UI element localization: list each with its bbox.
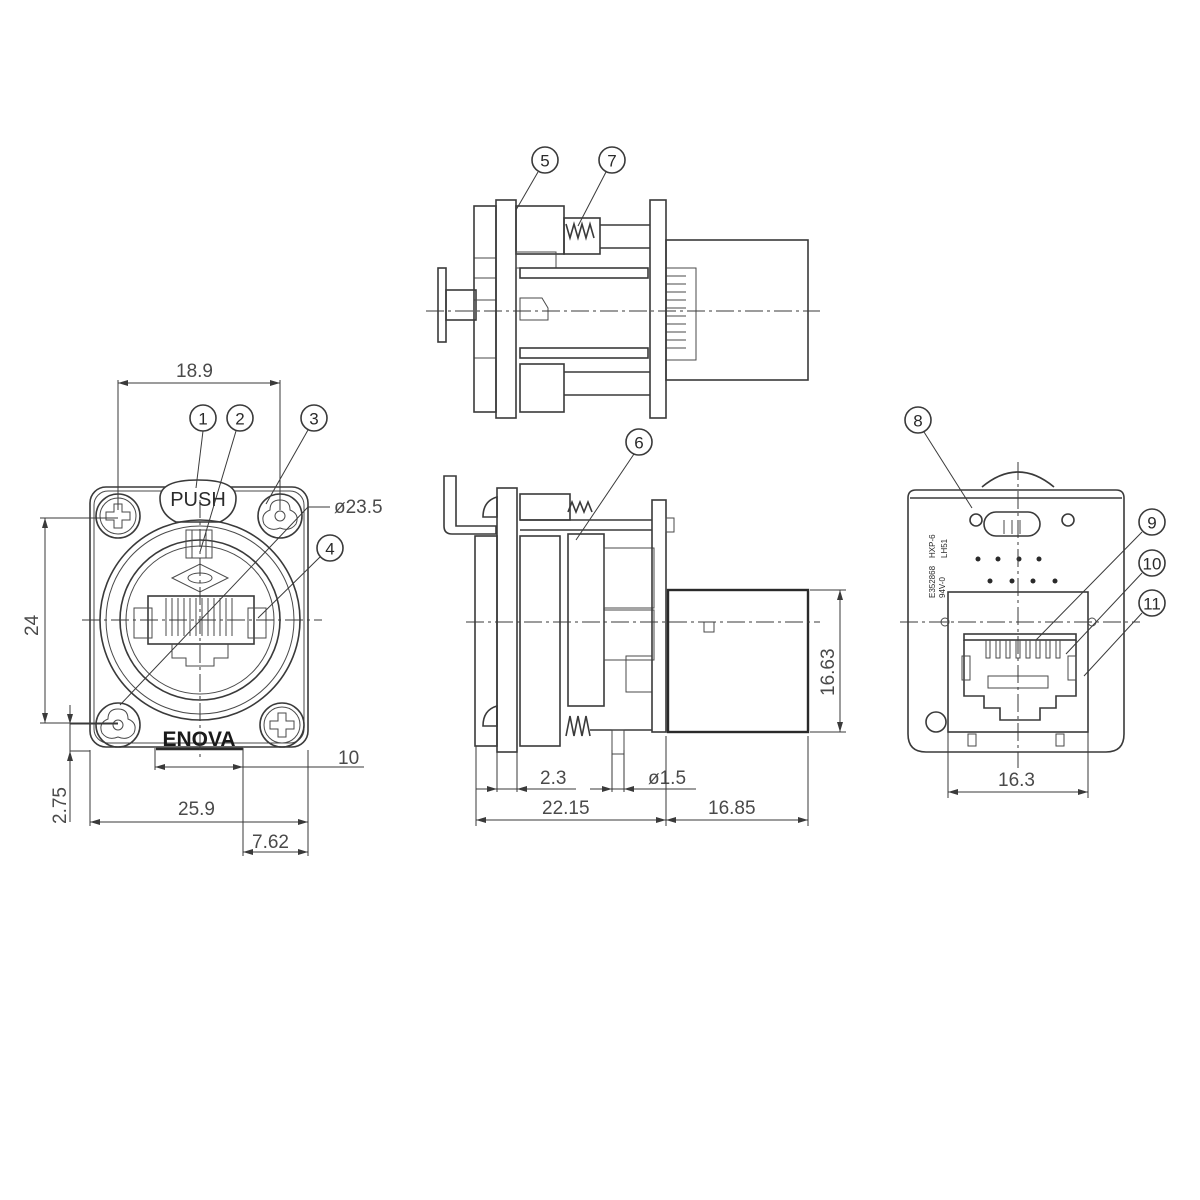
dim-rear-depth: 16.85 — [708, 798, 756, 819]
front-view: PUSH — [22, 361, 383, 856]
svg-text:94V-0: 94V-0 — [938, 577, 947, 598]
svg-text:8: 8 — [913, 412, 922, 431]
top-view: 5 7 — [426, 146, 820, 419]
callout-11: 11 — [1083, 589, 1166, 677]
dim-jack-width: 16.3 — [998, 770, 1035, 791]
dim-pin: ø1.5 — [648, 768, 686, 789]
dim-front-depth: 22.15 — [542, 798, 590, 819]
rear-contacts — [985, 640, 1061, 659]
svg-text:1: 1 — [198, 410, 207, 429]
callout-2: 2 — [199, 404, 254, 553]
dim-diameter: ø23.5 — [334, 497, 383, 518]
dim-total-width: 25.9 — [178, 799, 215, 820]
spring-icon — [567, 499, 593, 515]
rear-view: E352868 94V-0 HXP-6 LH51 16.3 8 — [900, 406, 1166, 798]
callout-5: 5 — [515, 146, 559, 211]
svg-text:4: 4 — [325, 540, 334, 559]
svg-text:HXP-6: HXP-6 — [928, 534, 937, 558]
svg-text:3: 3 — [309, 410, 318, 429]
svg-text:5: 5 — [540, 152, 549, 171]
dim-height-left: 24 — [22, 614, 43, 636]
callout-4: 4 — [257, 534, 344, 619]
callout-1: 3 — [265, 404, 328, 505]
svg-text:10: 10 — [1143, 555, 1162, 574]
rj45-contacts — [165, 598, 233, 636]
push-label: PUSH — [170, 489, 226, 511]
screw-icon — [259, 702, 305, 748]
svg-text:E352868: E352868 — [928, 565, 937, 598]
side-view: 16.63 2.3 ø1.5 22.15 16.85 6 — [443, 428, 846, 826]
dim-offset-bottom: 10 — [338, 748, 359, 769]
contacts-icon — [666, 275, 686, 349]
pcb-holes — [975, 556, 1058, 584]
callout-3: 1 — [189, 404, 217, 489]
push-latch: PUSH — [159, 479, 237, 523]
callout-7: 7 — [577, 146, 626, 227]
svg-text:7: 7 — [607, 152, 616, 171]
callout-9: 9 — [1035, 508, 1166, 641]
svg-text:LH51: LH51 — [940, 538, 949, 558]
dim-flange: 2.3 — [540, 768, 566, 789]
callout-8: 8 — [904, 406, 973, 509]
dim-offset-right: 7.62 — [252, 832, 289, 853]
svg-text:2: 2 — [235, 410, 244, 429]
svg-text:11: 11 — [1143, 595, 1161, 614]
product-markings: E352868 94V-0 HXP-6 LH51 — [928, 534, 949, 598]
dim-body-height: 16.63 — [818, 648, 839, 696]
dim-width-top: 18.9 — [176, 361, 213, 382]
trilobe-fastener-icon — [95, 702, 141, 748]
brand-logo: ENOVA — [162, 728, 235, 751]
dim-offset-left-small: 2.75 — [50, 787, 71, 824]
callout-6: 6 — [575, 428, 653, 541]
svg-text:9: 9 — [1147, 514, 1156, 533]
callout-10: 10 — [1065, 549, 1166, 655]
spring-icon — [565, 221, 595, 241]
svg-text:6: 6 — [634, 434, 643, 453]
spring-icon — [565, 715, 591, 737]
